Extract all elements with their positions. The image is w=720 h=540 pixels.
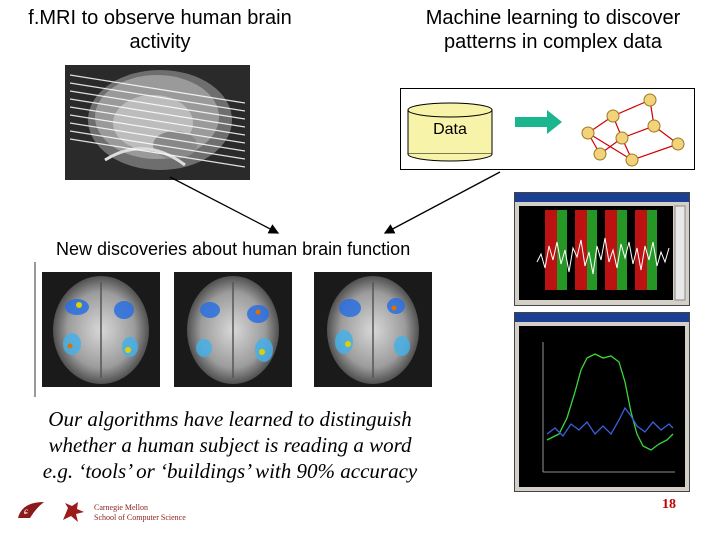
brain-slice-3: [314, 272, 432, 387]
claim-line-2: whether a human subject is reading a wor…: [48, 433, 412, 457]
sagittal-mri-image: [65, 65, 250, 180]
curves-plot: [519, 326, 685, 487]
curves-window: [514, 312, 690, 492]
left-heading: f.MRI to observe human brain activity: [0, 6, 320, 54]
time-course-window: [514, 192, 690, 306]
data-label: Data: [433, 121, 467, 138]
database-icon: [407, 102, 493, 162]
claim-line-3: e.g. ‘tools’ or ‘buildings’ with 90% acc…: [42, 459, 418, 483]
right-arrow-icon: [515, 110, 562, 134]
discoveries-caption: New discoveries about human brain functi…: [56, 239, 411, 259]
claim-text: Our algorithms have learned to distingui…: [0, 406, 460, 484]
left-heading-line-2: activity: [129, 31, 191, 53]
brain-slice-1: [42, 272, 160, 387]
cmu-logo-icon: ɕ: [18, 502, 44, 518]
window-title-bar: [515, 313, 689, 322]
griffin-crest-icon: [63, 502, 84, 522]
left-heading-line-1: f.MRI to observe human brain: [28, 7, 292, 29]
footer-org-line-1: Carnegie Mellon: [94, 503, 148, 512]
time-course-plot: [519, 205, 686, 301]
ml-panel: [400, 88, 695, 170]
brain-slice-2: [174, 272, 292, 387]
footer-org-line-2: School of Computer Science: [94, 513, 186, 522]
claim-line-1: Our algorithms have learned to distingui…: [48, 407, 412, 431]
page-number: 18: [662, 497, 676, 512]
brain-activation-images: [34, 262, 432, 397]
right-heading-line-1: Machine learning to discover: [425, 7, 681, 29]
footer-org: Carnegie Mellon School of Computer Scien…: [94, 503, 186, 523]
svg-text:ɕ: ɕ: [23, 506, 28, 516]
window-title-bar: [515, 193, 689, 202]
right-heading-line-2: patterns in complex data: [444, 31, 662, 53]
right-heading: Machine learning to discover patterns in…: [388, 6, 718, 54]
